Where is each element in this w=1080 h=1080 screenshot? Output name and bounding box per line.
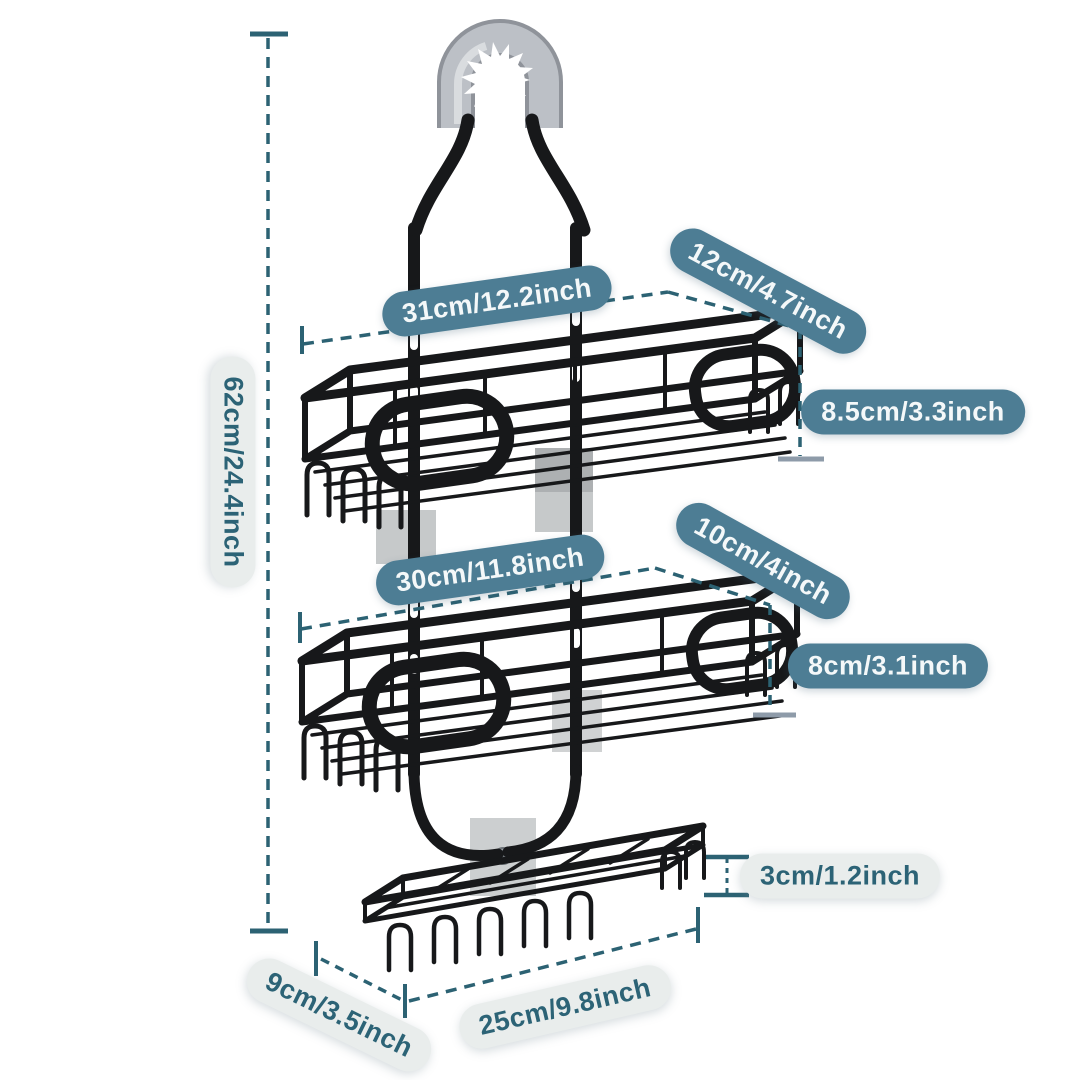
- dim-line-top-basket-depth: [667, 290, 824, 462]
- shower-head-hook: [437, 19, 563, 128]
- hook-teeth: [461, 42, 533, 116]
- dim-line-middle-basket-width: [298, 566, 656, 643]
- right-arm: [525, 113, 591, 237]
- right-rail-bend: [502, 764, 582, 858]
- adhesive-pad: [376, 510, 436, 564]
- dim-line-tray-depth: [314, 941, 403, 1002]
- left-rail-bend: [408, 764, 504, 861]
- middle-basket: [302, 573, 797, 790]
- dim-line-overall-height: [250, 31, 288, 934]
- left-arm: [409, 113, 475, 237]
- tray-wire: [383, 854, 687, 910]
- hanging-arms: [409, 113, 591, 237]
- tray-cross-wires: [428, 837, 650, 895]
- adhesive-pad: [535, 492, 593, 532]
- soap-tray: [361, 822, 707, 973]
- hook-highlight: [454, 42, 488, 124]
- dim-label-top-basket-height: 8.5cm/3.3inch: [801, 389, 1025, 435]
- dim-label-middle-basket-height: 8cm/3.1inch: [787, 643, 989, 689]
- dim-label-tray-height: 3cm/1.2inch: [739, 853, 941, 899]
- dim-line-tray-height: [704, 854, 749, 898]
- dim-line-tray-width: [403, 907, 700, 1018]
- dim-line-middle-basket-depth: [654, 566, 796, 718]
- dim-label-overall-height: 62cm/24.4inch: [210, 356, 256, 588]
